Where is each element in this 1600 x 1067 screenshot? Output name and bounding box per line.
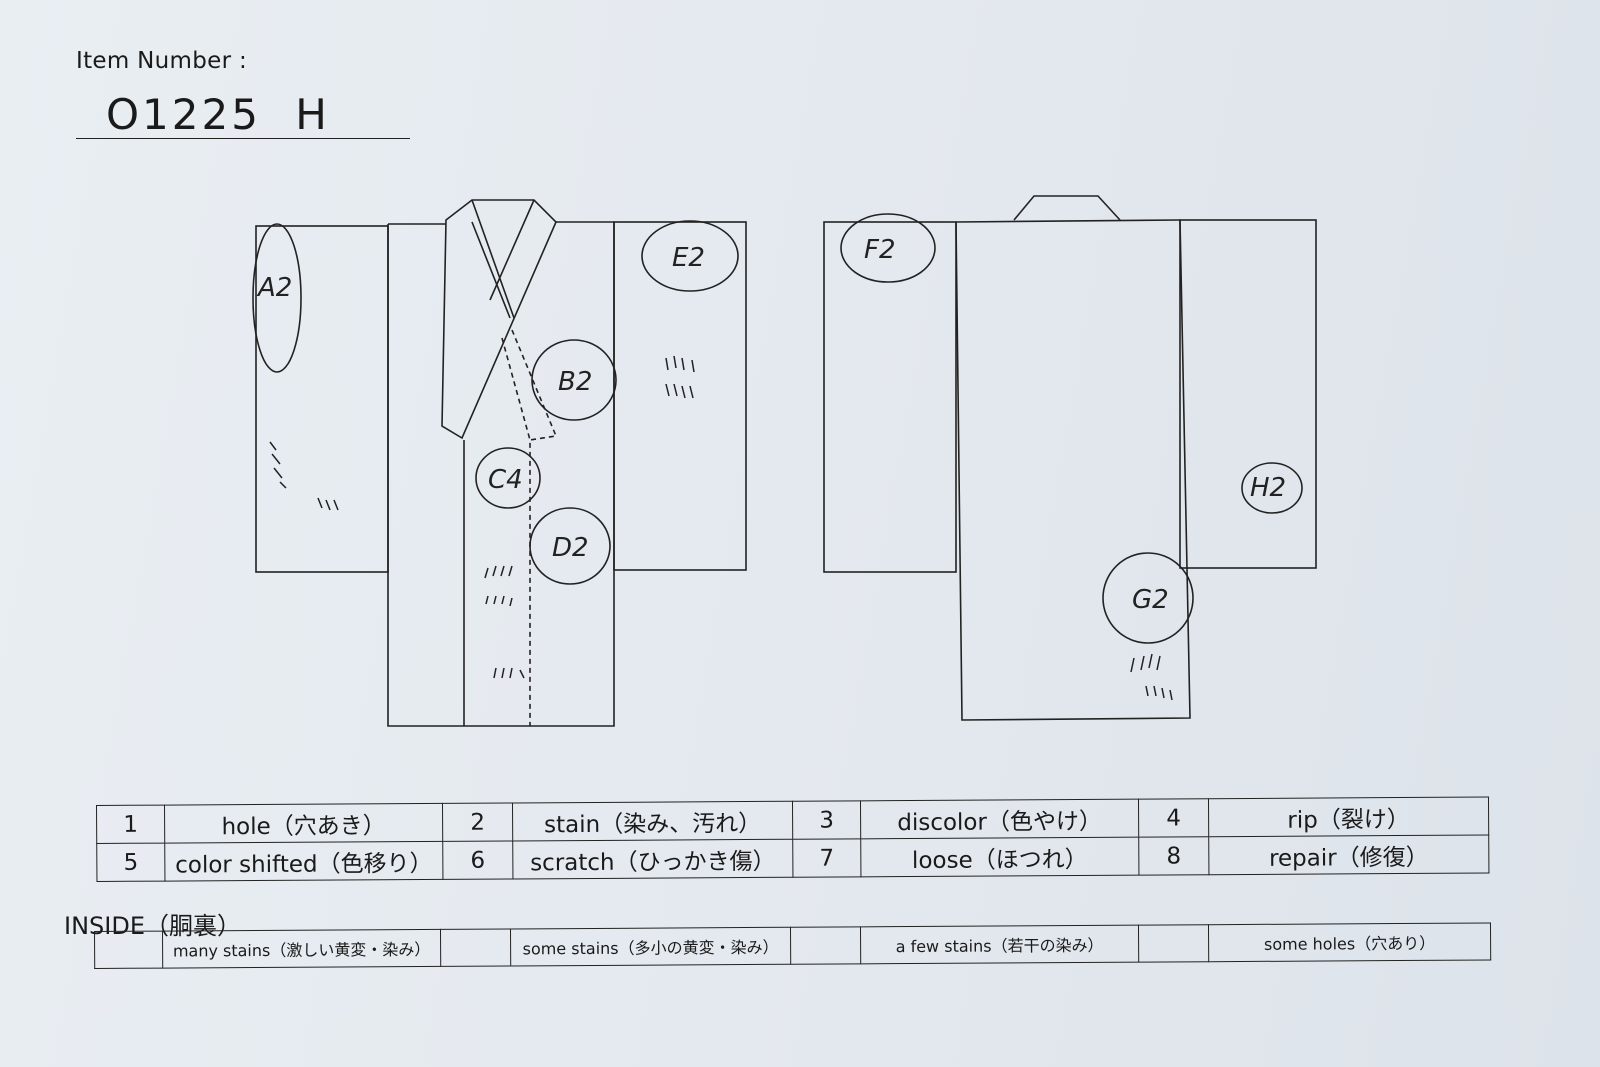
back-shoulder-line <box>955 219 1181 223</box>
mark-code-g: G2 <box>1132 585 1169 615</box>
legend-num: 2 <box>442 802 513 842</box>
inside-checkbox[interactable] <box>440 928 511 967</box>
inside-section-title: INSIDE（胴裏） <box>64 912 241 940</box>
damage-legend-table: 1 hole（穴あき） 2 stain（染み、汚れ） 3 discolor（色や… <box>96 796 1489 882</box>
hatch-c2 <box>485 595 513 607</box>
legend-num: 3 <box>792 800 861 840</box>
inside-checkbox[interactable] <box>94 931 163 969</box>
inside-checkbox[interactable] <box>790 926 861 965</box>
item-number-underline <box>76 138 410 139</box>
legend-num: 7 <box>792 838 861 878</box>
front-collar-fold <box>471 221 511 319</box>
front-dashed-seam-2 <box>501 337 531 441</box>
hatch-e <box>665 355 695 373</box>
mark-circle-e <box>641 220 739 292</box>
item-number-value: O1225 H <box>106 90 330 139</box>
back-collar <box>1013 195 1121 221</box>
legend-num: 5 <box>96 843 165 882</box>
hatch-g1 <box>1130 653 1161 673</box>
legend-label: repair（修復） <box>1208 834 1489 875</box>
front-shoulder-line <box>388 221 614 225</box>
mark-circle-c <box>475 447 541 509</box>
damage-codes: A2 E2 B2 C4 D2 F2 H2 G2 <box>256 235 1286 615</box>
front-dashed-seam <box>511 329 558 726</box>
mark-circle-f <box>840 213 936 283</box>
hatch-marks <box>269 355 1173 701</box>
mark-circle-g <box>1102 552 1194 644</box>
inside-row: many stains（激しい黄変・染み） some stains（多小の黄変・… <box>94 922 1491 969</box>
front-right-sleeve <box>613 221 747 571</box>
back-right-sleeve <box>1179 219 1317 569</box>
hatch-g2 <box>1145 685 1173 701</box>
mark-circle-h <box>1241 462 1303 514</box>
legend-label: hole（穴あき） <box>164 803 443 844</box>
item-number-label: Item Number : <box>76 48 248 74</box>
mark-code-d: D2 <box>552 533 589 563</box>
mark-code-c: C4 <box>488 465 523 495</box>
damage-circles <box>252 213 1303 644</box>
legend-num: 8 <box>1138 836 1209 876</box>
kimono-back-outline <box>823 195 1317 721</box>
legend-label: color shifted（色移り） <box>164 841 443 882</box>
back-body <box>955 219 1191 721</box>
inside-label: a few stains（若干の染み） <box>860 925 1139 964</box>
back-left-sleeve <box>823 221 957 573</box>
mark-circle-a <box>252 223 302 373</box>
mark-circle-d <box>529 507 611 585</box>
legend-label: loose（ほつれ） <box>860 837 1139 877</box>
front-collar-inner <box>471 199 535 319</box>
hatch-e2 <box>665 383 694 399</box>
hatch-c3 <box>493 667 525 679</box>
front-body <box>387 222 615 727</box>
legend-label: stain（染み、汚れ） <box>512 801 793 841</box>
inside-checkbox[interactable] <box>1138 924 1209 963</box>
inside-label: many stains（激しい黄変・染み） <box>162 929 441 969</box>
mark-circle-b <box>531 339 617 421</box>
mark-code-b: B2 <box>558 367 592 397</box>
legend-row: 5 color shifted（色移り） 6 scratch（ひっかき傷） 7 … <box>96 834 1489 882</box>
hatch-a <box>269 441 287 489</box>
legend-num: 6 <box>442 840 513 880</box>
legend-label: discolor（色やけ） <box>860 799 1139 839</box>
mark-code-e: E2 <box>672 243 705 273</box>
mark-code-a: A2 <box>256 273 292 303</box>
legend-label: rip（裂け） <box>1208 796 1489 837</box>
inside-label: some stains（多小の黄変・染み） <box>510 927 791 966</box>
legend-label: scratch（ひっかき傷） <box>512 839 793 879</box>
mark-code-h: H2 <box>1250 473 1286 503</box>
legend-num: 4 <box>1138 798 1209 838</box>
kimono-front-outline <box>255 199 747 727</box>
hatch-a2 <box>317 497 339 511</box>
hatch-c1 <box>484 565 513 579</box>
inside-label: some holes（穴あり） <box>1208 922 1491 962</box>
legend-num: 1 <box>96 805 165 844</box>
mark-code-f: F2 <box>864 235 896 265</box>
